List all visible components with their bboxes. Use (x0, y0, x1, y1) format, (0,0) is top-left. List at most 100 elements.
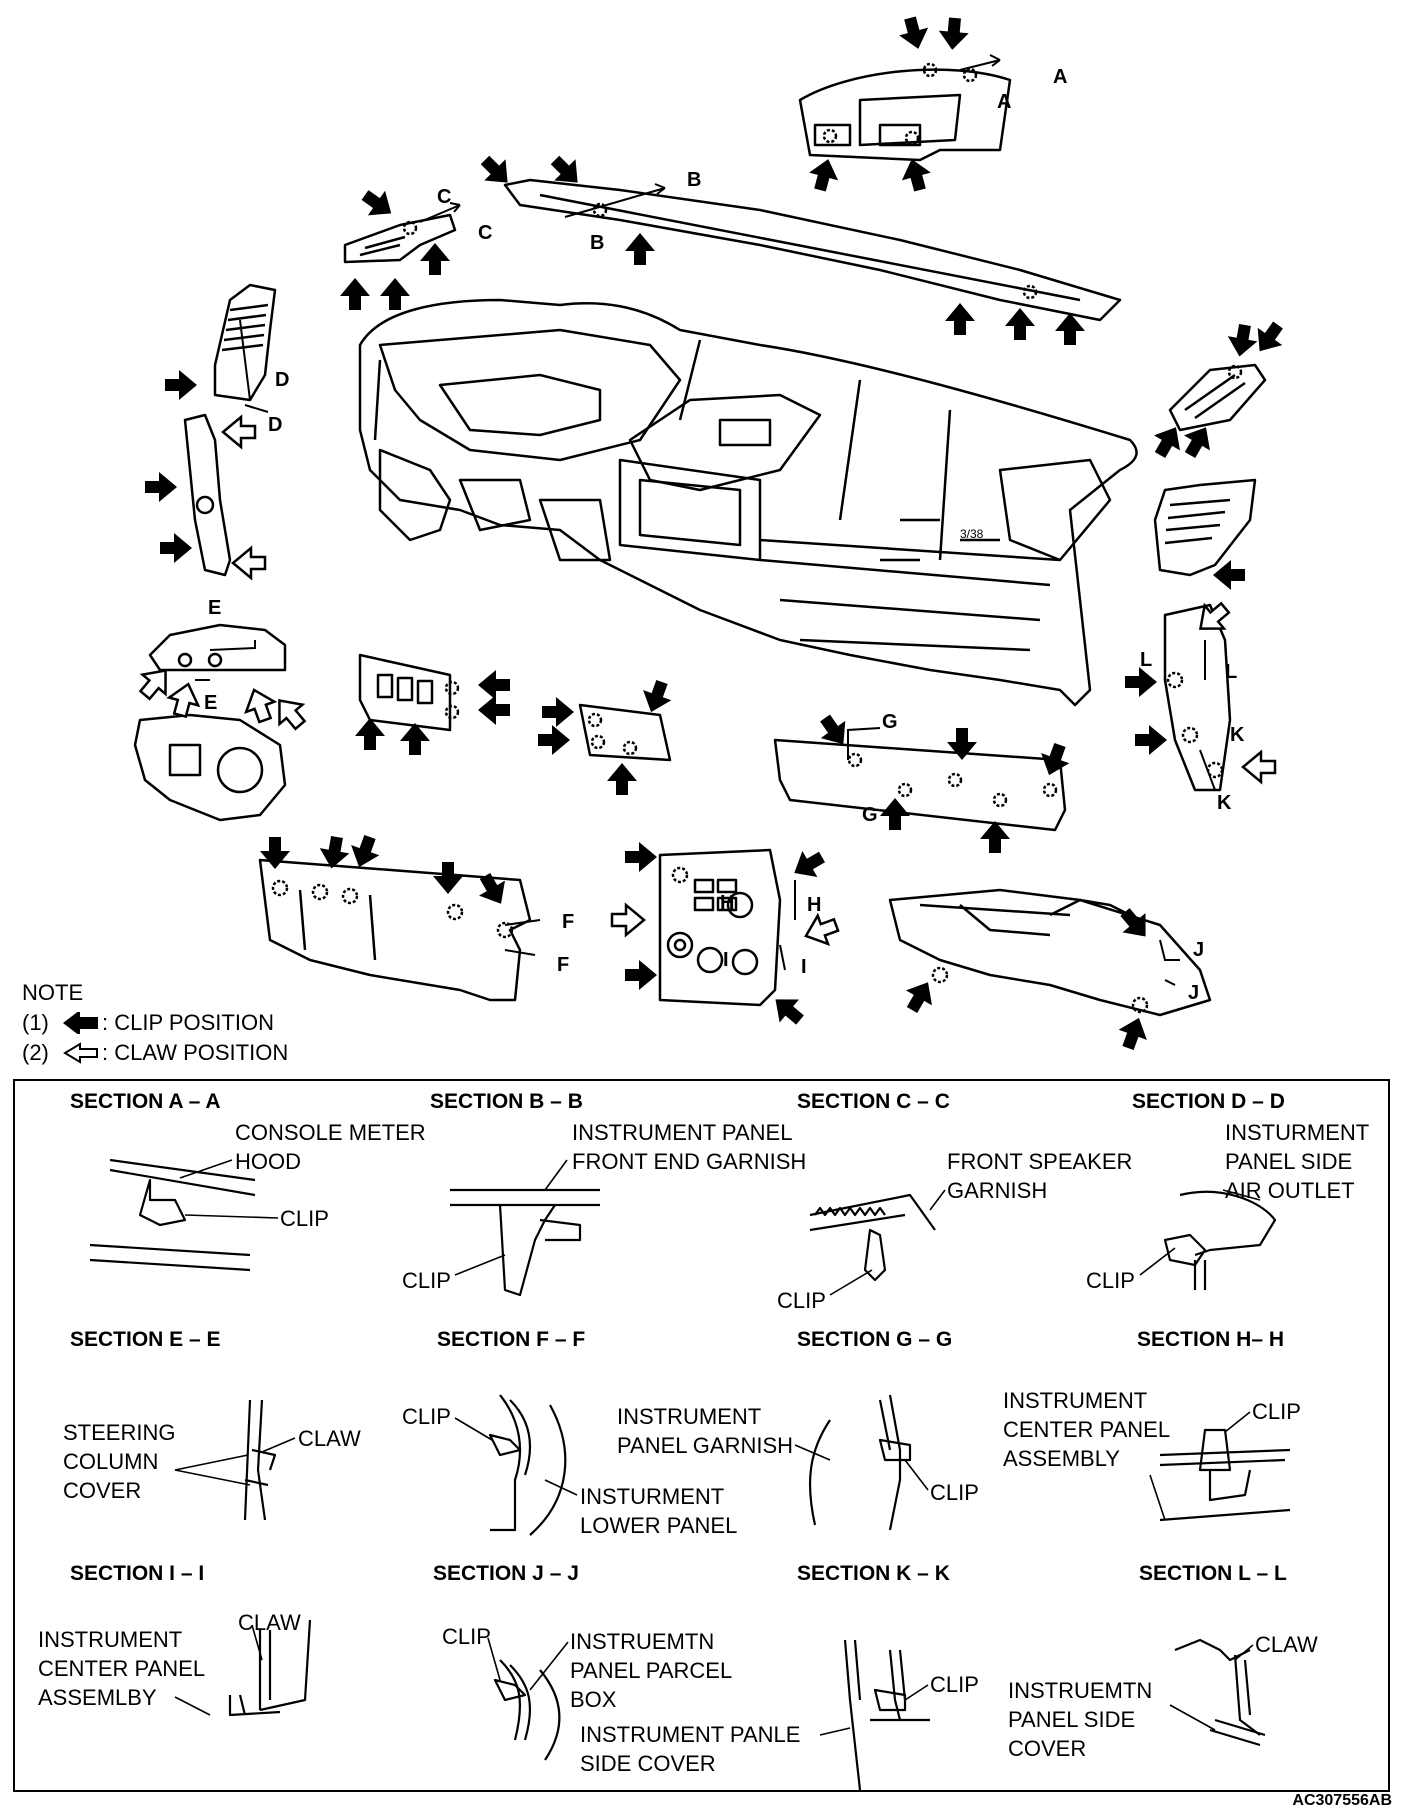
section-jj-callout2-1: INSTRUMENT PANLE (580, 1722, 801, 1747)
section-ll-title: SECTION L – L (1139, 1562, 1287, 1585)
section-jj-title: SECTION J – J (433, 1562, 579, 1585)
section-letter-a: A (997, 91, 1012, 113)
switch-panel (358, 653, 460, 732)
section-letter-c: C (437, 186, 452, 208)
section-hh-title: SECTION H– H (1137, 1328, 1285, 1351)
section-hh-callout-3: ASSEMBLY (1003, 1446, 1120, 1471)
section-ll-callout-3: COVER (1008, 1736, 1087, 1761)
section-letter-j: J (1193, 939, 1205, 961)
section-ll-callout-2: PANEL SIDE (1008, 1707, 1136, 1732)
section-letter-b: B (590, 232, 605, 254)
section-letter-l: L (1225, 661, 1238, 683)
console-meter-hood (798, 62, 1012, 162)
section-letter-k: K (1230, 724, 1245, 746)
section-ii-callout-1: INSTRUMENT (38, 1627, 183, 1652)
panel-parcel-box (888, 888, 1212, 1017)
section-cc-clip: CLIP (777, 1288, 826, 1313)
section-dd-clip: CLIP (1086, 1268, 1135, 1293)
section-ee-callout-2: COLUMN (63, 1449, 159, 1474)
section-ll-claw: CLAW (1255, 1632, 1318, 1657)
section-hh-callout-2: CENTER PANEL (1003, 1417, 1171, 1442)
section-jj-clip: CLIP (442, 1624, 491, 1649)
section-ff-callout-1: INSTURMENT (580, 1484, 725, 1509)
section-gg-callout-1: INSTRUMENT (617, 1404, 762, 1429)
side-cover-left (183, 413, 232, 577)
section-gg-callout-2: PANEL GARNISH (617, 1433, 794, 1458)
section-letter-g: G (882, 711, 898, 733)
instrument-panel-main (358, 298, 1138, 707)
section-ff-callout-2: LOWER PANEL (580, 1513, 738, 1538)
section-aa-callout-2: HOOD (235, 1149, 301, 1174)
section-gg-clip: CLIP (930, 1480, 979, 1505)
section-hh-clip: CLIP (1252, 1399, 1301, 1424)
section-letter-f: F (557, 954, 570, 976)
section-ee-title: SECTION E – E (70, 1328, 221, 1351)
section-letter-k: K (1217, 792, 1232, 814)
section-aa-clip: CLIP (280, 1206, 329, 1231)
section-kk-clip: CLIP (930, 1672, 979, 1697)
reference-code: AC307556AB (1292, 1792, 1392, 1809)
section-hh-callout-1: INSTRUMENT (1003, 1388, 1148, 1413)
section-letter-b: B (687, 169, 702, 191)
section-ee-callout-3: COVER (63, 1478, 142, 1503)
section-dd-title: SECTION D – D (1132, 1090, 1285, 1113)
section-ee-claw: CLAW (298, 1426, 361, 1451)
note-title: NOTE (22, 980, 84, 1005)
section-ee-callout-1: STEERING (63, 1420, 176, 1445)
section-gg-title: SECTION G – G (797, 1328, 953, 1351)
note-item1-number: (1) (22, 1010, 49, 1035)
section-dd-callout-3: AIR OUTLET (1225, 1178, 1355, 1203)
section-letter-i: I (723, 949, 729, 971)
instrument-lower-panel (258, 858, 532, 1002)
section-letter-a: A (1053, 66, 1068, 88)
side-air-outlet-left (213, 283, 277, 402)
section-lines (195, 54, 1216, 986)
section-bb-callout-1: INSTRUMENT PANEL (572, 1120, 793, 1145)
section-ff-title: SECTION F – F (437, 1328, 586, 1351)
sections-box (13, 1079, 1390, 1792)
section-letter-e: E (204, 692, 218, 714)
front-speaker-garnish-left (343, 213, 457, 264)
small-bracket-panel (578, 703, 672, 762)
section-dd-callout-2: PANEL SIDE (1225, 1149, 1353, 1174)
section-bb-clip: CLIP (402, 1268, 451, 1293)
section-letter-d: D (268, 414, 283, 436)
section-jj-callout-2: PANEL PARCEL (570, 1658, 733, 1683)
section-ii-callout-2: CENTER PANEL (38, 1656, 206, 1681)
instrument-center-panel (658, 848, 782, 1007)
section-ii-callout-3: ASSEMLBY (38, 1685, 157, 1710)
section-ii-claw: CLAW (238, 1610, 301, 1635)
steering-column-cover (133, 623, 287, 822)
section-letter-h: H (720, 892, 735, 914)
section-letter-l: L (1140, 649, 1153, 671)
section-letter-i: I (801, 956, 807, 978)
section-aa-title: SECTION A – A (70, 1090, 221, 1113)
section-jj-callout-3: BOX (570, 1687, 617, 1712)
section-cc-title: SECTION C – C (797, 1090, 950, 1113)
section-dd-callout-1: INSTURMENT (1225, 1120, 1370, 1145)
section-jj-callout-1: INSTRUEMTN (570, 1629, 715, 1654)
section-letter-f: F (562, 911, 575, 933)
section-cc-callout-2: GARNISH (947, 1178, 1048, 1203)
section-letter-c: C (478, 222, 493, 244)
section-bb-title: SECTION B – B (430, 1090, 583, 1113)
section-cc-callout-1: FRONT SPEAKER (947, 1149, 1133, 1174)
note-item1-text: : CLIP POSITION (102, 1010, 274, 1035)
section-letter-g: G (862, 804, 878, 826)
front-speaker-garnish-right (1168, 363, 1267, 432)
section-ff-clip: CLIP (402, 1404, 451, 1429)
section-ii-title: SECTION I – I (70, 1562, 205, 1585)
section-bb-callout-2: FRONT END GARNISH (572, 1149, 807, 1174)
section-letter-h: H (807, 894, 822, 916)
section-letter-d: D (275, 369, 290, 391)
section-aa-callout-1: CONSOLE METER (235, 1120, 426, 1145)
claw-arrow-icon (63, 1042, 98, 1064)
section-letter-e: E (208, 597, 222, 619)
section-jj-callout2-2: SIDE COVER (580, 1751, 716, 1776)
section-ll-callout-1: INSTRUEMTN (1008, 1678, 1153, 1703)
section-letter-j: J (1188, 982, 1200, 1004)
note-item2-number: (2) (22, 1040, 49, 1065)
clip-arrow-icon (63, 1012, 98, 1034)
